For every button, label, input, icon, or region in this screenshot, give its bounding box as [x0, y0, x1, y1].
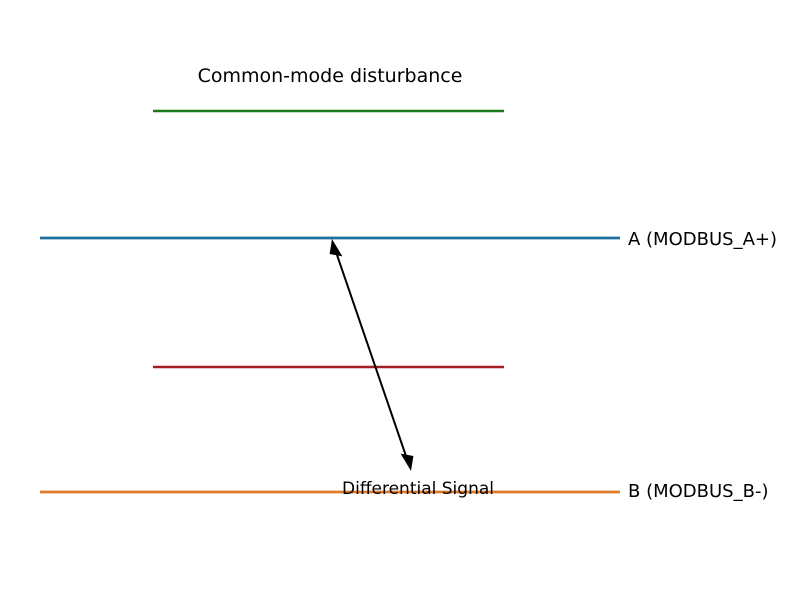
differential-signal-arrow	[329, 239, 414, 471]
signal-b-label: B (MODBUS_B-)	[628, 481, 768, 502]
figure-title: Common-mode disturbance	[198, 65, 463, 87]
differential-signal-label: Differential Signal	[342, 479, 494, 499]
differential-arrow-head-up	[329, 239, 343, 257]
differential-arrow-head-down	[400, 453, 414, 471]
signal-a-label: A (MODBUS_A+)	[628, 229, 777, 250]
differential-arrow-shaft	[335, 251, 408, 460]
